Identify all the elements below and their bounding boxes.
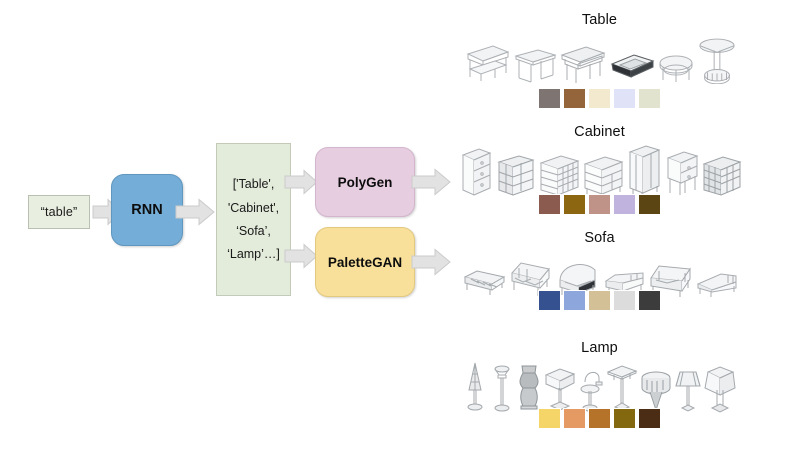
palette-swatch-table-2 — [563, 88, 586, 109]
category-title-sofa: Sofa — [584, 230, 615, 246]
category-list-line-2: 'Cabinet', — [227, 200, 280, 215]
palette-row-sofa — [462, 290, 737, 311]
polygen-node: PolyGen — [315, 147, 415, 217]
arrow-palettegan-to-output — [411, 248, 451, 276]
shape-thumb-cone-floor-lamp — [462, 360, 488, 414]
palette-row-table — [462, 88, 737, 109]
palette-swatch-cabinet-4 — [613, 194, 636, 215]
category-title-table: Table — [581, 12, 618, 28]
shape-thumb-arc-desk-lamp — [577, 362, 605, 414]
shape-thumb-square-shade-lamp — [703, 362, 737, 414]
category-title-cabinet: Cabinet — [574, 124, 625, 140]
shape-thumb-pedestal-table — [697, 36, 737, 84]
shape-thumb-drum-pendant-lamp — [639, 364, 673, 414]
shape-thumb-box-shade-lamp — [543, 362, 577, 414]
shape-thumb-pigeonhole-shelf — [701, 152, 743, 196]
shape-thumb-filing-cabinet — [457, 146, 495, 196]
palette-swatch-table-4 — [613, 88, 636, 109]
rnn-label: RNN — [131, 202, 163, 218]
shape-thumb-nightstand — [663, 148, 701, 196]
palette-swatch-sofa-1 — [538, 290, 561, 311]
shape-row-cabinet — [461, 144, 741, 196]
input-text-box: “table” — [28, 195, 90, 229]
category-list-line-1: ['Table', — [232, 177, 275, 192]
palette-swatch-table-5 — [638, 88, 661, 109]
palette-swatch-sofa-3 — [588, 290, 611, 311]
palette-row-lamp — [462, 408, 737, 429]
category-list-box: ['Table', 'Cabinet', ‘Sofa’, ‘Lamp’…] — [216, 143, 291, 296]
palette-swatch-table-1 — [538, 88, 561, 109]
shape-thumb-bench-sofa — [461, 262, 507, 298]
shape-thumb-wardrobe — [625, 144, 663, 196]
palettegan-label: PaletteGAN — [327, 254, 403, 270]
shape-thumb-low-shelf-unit — [495, 152, 537, 196]
palettegan-node: PaletteGAN — [315, 227, 415, 297]
shape-thumb-two-seat-sofa — [507, 256, 555, 298]
shape-thumb-chaise-sofa — [695, 264, 739, 298]
input-text-label: “table” — [40, 205, 78, 219]
palette-swatch-table-3 — [588, 88, 611, 109]
palette-swatch-sofa-2 — [563, 290, 586, 311]
palette-row-cabinet — [462, 194, 737, 215]
category-block-sofa: Sofa — [462, 228, 737, 328]
palette-swatch-cabinet-5 — [638, 194, 661, 215]
palette-swatch-lamp-4 — [613, 408, 636, 429]
arrow-list-to-polygen — [284, 169, 318, 195]
palette-swatch-cabinet-2 — [563, 194, 586, 215]
shape-thumb-console-table — [462, 40, 511, 84]
shape-thumb-curved-back-sofa — [555, 258, 603, 298]
shape-thumb-dresser — [581, 152, 625, 196]
category-block-table: Table — [462, 8, 737, 109]
category-block-lamp: Lamp — [462, 338, 737, 443]
palette-swatch-cabinet-1 — [538, 194, 561, 215]
arrow-polygen-to-output — [411, 168, 451, 196]
shape-row-table — [462, 36, 737, 84]
rnn-node: RNN — [111, 174, 183, 246]
shape-thumb-turned-column-lamp — [515, 360, 543, 414]
category-title-lamp: Lamp — [581, 340, 618, 356]
shape-thumb-daybed-sofa — [647, 258, 695, 298]
arrow-rnn-to-list — [175, 198, 215, 226]
shape-thumb-coffee-table — [608, 48, 657, 84]
polygen-label: PolyGen — [337, 174, 393, 190]
palette-swatch-cabinet-3 — [588, 194, 611, 215]
category-block-cabinet: Cabinet — [461, 122, 741, 222]
shape-thumb-dining-table — [559, 42, 608, 84]
palette-swatch-lamp-1 — [538, 408, 561, 429]
shape-thumb-folding-table — [511, 44, 558, 84]
palette-swatch-sofa-4 — [613, 290, 636, 311]
palette-swatch-lamp-2 — [563, 408, 586, 429]
shape-thumb-tray-floor-lamp — [605, 360, 639, 414]
shape-thumb-candlestick-lamp — [488, 362, 514, 414]
arrow-list-to-palettegan — [284, 243, 318, 269]
category-list-line-3: ‘Sofa’, — [236, 224, 271, 238]
shape-row-sofa — [462, 254, 737, 298]
palette-swatch-lamp-3 — [588, 408, 611, 429]
shape-thumb-round-coffee-table — [657, 50, 697, 84]
shape-thumb-tapered-table-lamp — [673, 364, 703, 414]
shape-thumb-cubby-shelf — [537, 152, 581, 196]
shape-row-lamp — [462, 360, 737, 414]
category-list-line-4: ‘Lamp’…] — [227, 247, 280, 262]
palette-swatch-lamp-5 — [638, 408, 661, 429]
palette-swatch-sofa-5 — [638, 290, 661, 311]
